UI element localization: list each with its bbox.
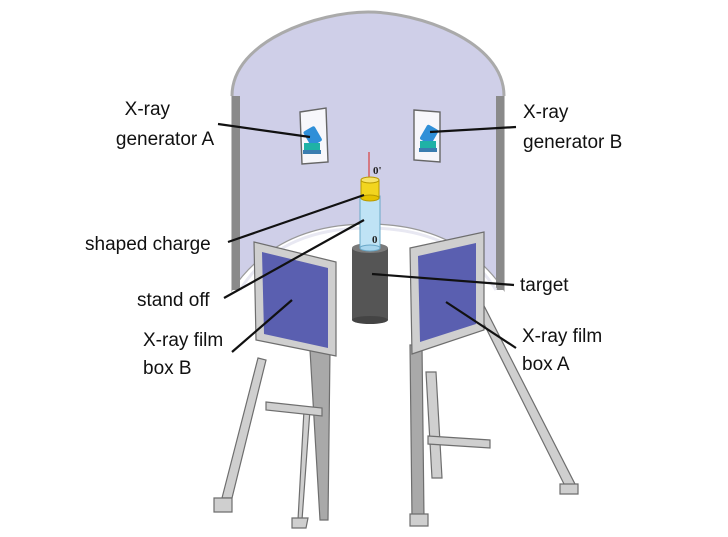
leader-film-box-a	[445, 301, 517, 349]
wall-post-right	[496, 96, 504, 290]
target-cylinder	[352, 243, 388, 324]
label-film-box-a-line1: X-ray film	[522, 326, 602, 347]
xray-generator-b	[413, 109, 441, 163]
leader-stand-off	[223, 219, 365, 299]
film-box-a-panel	[418, 243, 476, 342]
leader-shaped-charge	[227, 193, 365, 244]
leader-generator-b	[429, 125, 517, 134]
label-film-box-b-line1: X-ray film	[143, 330, 223, 351]
label-generator-b-line1: X-ray	[523, 102, 569, 123]
film-box-b-panel	[262, 252, 328, 348]
label-stand-off: stand off	[137, 290, 210, 311]
label-generator-a: X-ray generator A	[116, 99, 215, 150]
label-generator-b-line2: generator B	[523, 132, 622, 153]
label-film-box-a-line2: box A	[522, 354, 570, 375]
label-target: target	[520, 275, 569, 296]
label-generator-a-line2: generator A	[116, 129, 215, 150]
axis-mark-top: 0'	[373, 165, 382, 177]
leader-target	[371, 272, 515, 287]
xray-generator-a	[299, 107, 329, 165]
label-shaped-charge: shaped charge	[85, 234, 211, 255]
axis-mark-bottom: 0	[372, 234, 378, 246]
wall-post-left	[232, 96, 240, 290]
leader-film-box-b	[231, 299, 293, 353]
label-film-box-a: X-ray film box A	[522, 326, 608, 375]
label-generator-a-line1: X-ray	[125, 99, 171, 120]
label-film-box-b: X-ray film box B	[143, 330, 229, 379]
film-box-b-stand	[213, 241, 337, 529]
label-film-box-b-line2: box B	[143, 358, 192, 379]
leader-generator-a	[217, 122, 311, 139]
shaped-charge	[360, 176, 380, 202]
film-box-a-stand	[409, 231, 579, 527]
label-generator-b: X-ray generator B	[523, 102, 622, 153]
